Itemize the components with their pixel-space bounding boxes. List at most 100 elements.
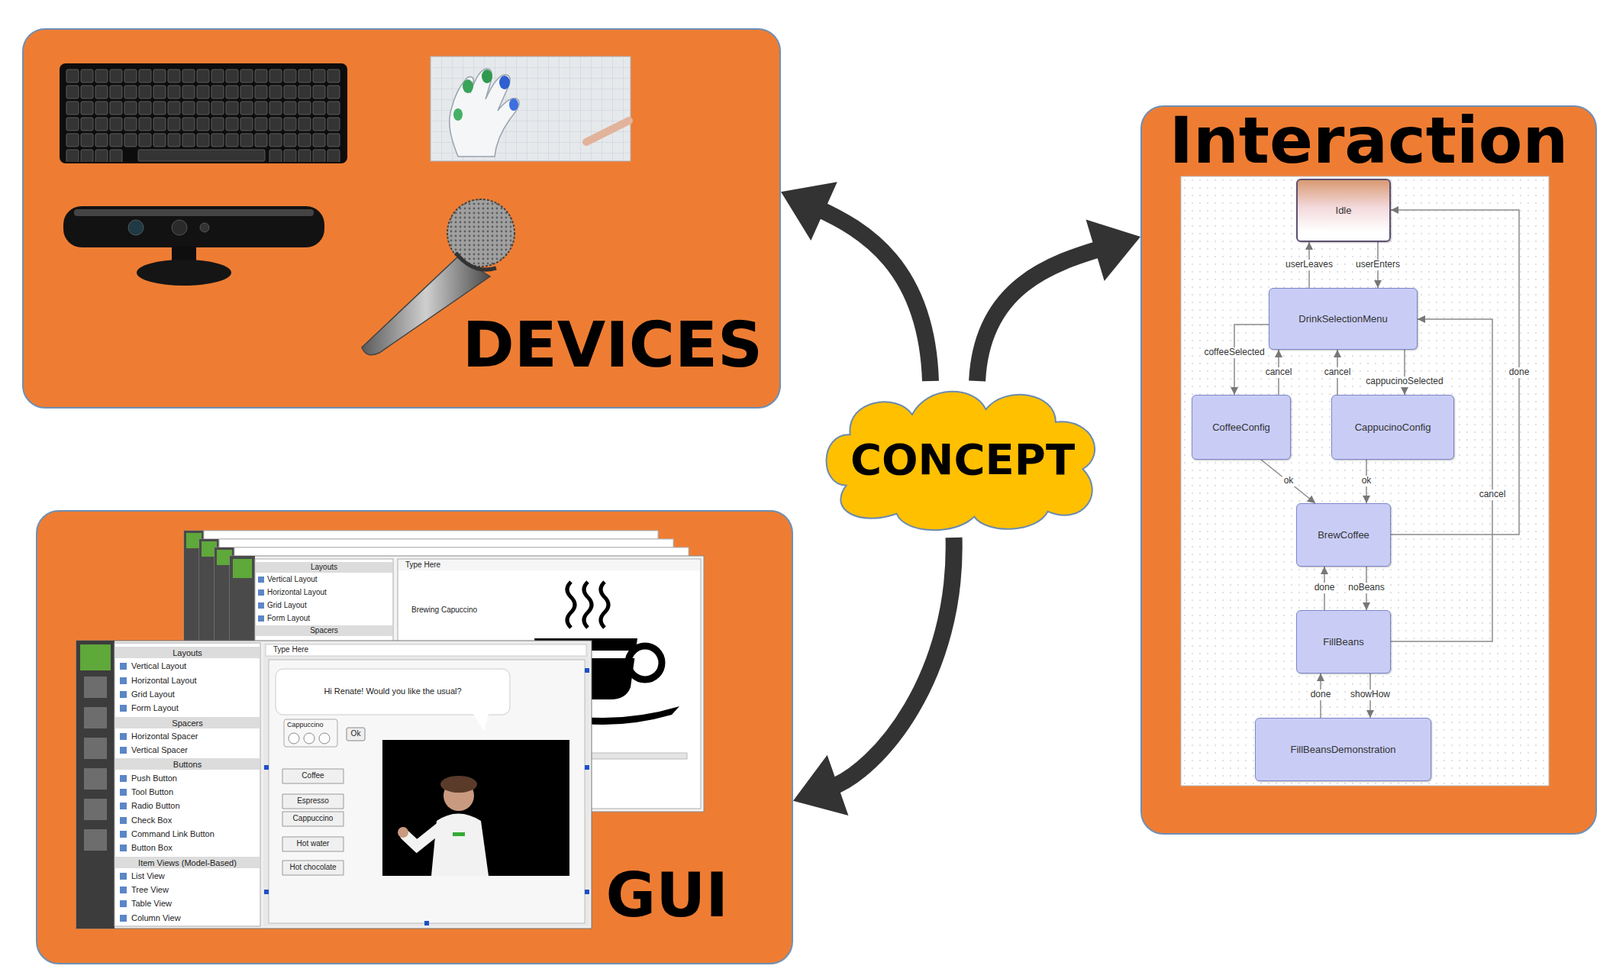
arrow-head xyxy=(1366,709,1375,718)
transition-label: ok xyxy=(1360,475,1374,487)
transition-label: noBeans xyxy=(1346,582,1386,594)
state-label: CappucinoConfig xyxy=(1354,421,1432,434)
arrow-head xyxy=(1400,387,1409,395)
ui-text: Layouts xyxy=(114,648,261,659)
avatar-hand xyxy=(397,826,409,838)
window-icon xyxy=(216,549,233,565)
marker-blue xyxy=(509,98,519,111)
photo-ground xyxy=(430,56,631,162)
kinect-base xyxy=(136,259,232,286)
arrow-shaft xyxy=(829,537,955,788)
ui-text: Hi Renate! Would you like the usual? xyxy=(275,686,510,697)
window xyxy=(183,530,659,787)
speech-bubble xyxy=(275,668,510,715)
widget-icons xyxy=(119,662,127,922)
keyboard-keys xyxy=(268,148,342,162)
ui-text: Button Box xyxy=(131,842,173,853)
state-label: DrinkSelectionMenu xyxy=(1298,312,1388,326)
state-label: CoffeeConfig xyxy=(1212,421,1271,434)
arrow-head xyxy=(1417,315,1426,323)
window-sidebar xyxy=(199,538,220,795)
marker-blue xyxy=(499,75,510,90)
menu-strip xyxy=(265,644,587,656)
state-canvas xyxy=(1180,176,1549,786)
ui-text: Coffee xyxy=(282,770,344,781)
keyboard-keys xyxy=(65,148,124,162)
state-label: Idle xyxy=(1335,204,1352,217)
ui-text: Hot water xyxy=(282,838,344,849)
transition-line xyxy=(1390,319,1493,642)
ui-text: Ok xyxy=(346,729,365,739)
window-sidebar xyxy=(76,640,115,929)
ui-text: Column View xyxy=(131,912,181,923)
section-band xyxy=(255,625,393,636)
ui-text: Vertical Spacer xyxy=(131,745,188,755)
microphone-body xyxy=(361,256,491,355)
avatar-ground xyxy=(382,739,570,876)
ui-text: Horizontal Layout xyxy=(267,587,327,597)
arrow-head xyxy=(1086,219,1141,281)
avatar-hat xyxy=(440,775,478,793)
ui-text: Brewing Capuccino xyxy=(411,605,478,615)
keyboard-keys xyxy=(65,68,342,149)
window xyxy=(76,640,592,929)
ui-text: Type Here xyxy=(273,645,309,655)
transition-arrow xyxy=(1230,324,1269,395)
push-buttons xyxy=(282,768,344,875)
transition-arrow xyxy=(1390,315,1493,642)
hand-tracking-picture xyxy=(430,56,631,162)
window-icon xyxy=(80,644,111,671)
avatar-head xyxy=(443,780,475,811)
avatar-arm xyxy=(405,827,440,846)
ui-text: List View xyxy=(131,870,165,881)
ui-text: Grid Layout xyxy=(131,689,175,700)
transition-label: done xyxy=(1507,367,1532,378)
ui-text: Form Layout xyxy=(267,613,310,623)
ui-text: Hot chocolate xyxy=(282,862,344,872)
transition-label: coffeeSelected xyxy=(1202,347,1266,359)
selection-handles xyxy=(264,667,590,926)
sidebar-icons xyxy=(83,676,107,851)
gui-screenshots xyxy=(76,530,704,929)
ui-text: Espresso xyxy=(282,796,344,806)
state-box: CappucinoConfig xyxy=(1331,394,1455,460)
microphone-head xyxy=(447,199,515,267)
arrow-head xyxy=(1374,280,1382,288)
marker-green xyxy=(453,108,463,121)
transition-line xyxy=(1403,349,1406,395)
arrow-head xyxy=(1362,602,1371,610)
form-area xyxy=(263,642,590,926)
transition-label: userLeaves xyxy=(1283,259,1335,271)
concept-arrow xyxy=(793,537,955,816)
window-icon xyxy=(201,541,217,557)
window xyxy=(229,555,704,812)
transition-line xyxy=(1234,324,1269,395)
arrow-head xyxy=(1362,495,1371,504)
menu-strip xyxy=(398,559,700,571)
transition-label: showHow xyxy=(1348,689,1392,700)
kinect-picture xyxy=(63,206,325,286)
ui-text: Command Link Button xyxy=(131,829,215,839)
concept-cloud: CONCEPT xyxy=(816,380,1109,538)
ui-text: Tree View xyxy=(131,884,169,895)
transition-label: ok xyxy=(1282,475,1296,487)
canvas-ground xyxy=(1180,176,1549,786)
form-area xyxy=(397,558,701,809)
arrow-head xyxy=(780,181,838,241)
transition-label: userEnters xyxy=(1354,259,1402,271)
saucer xyxy=(526,706,680,725)
transition-line xyxy=(1390,209,1520,535)
radio-group xyxy=(283,719,338,747)
ui-text: Grid Layout xyxy=(267,600,307,610)
steam xyxy=(567,581,609,628)
pointing-finger xyxy=(586,120,630,142)
state-box: BrewCoffee xyxy=(1296,503,1391,567)
section-bands xyxy=(115,646,260,868)
push-button xyxy=(346,727,365,741)
state-label: FillBeansDemonstration xyxy=(1290,743,1396,756)
panel: DEVICES xyxy=(22,28,781,409)
keyboard-picture xyxy=(59,63,348,164)
kinect-neck xyxy=(171,245,197,266)
arrow-shaft xyxy=(977,247,1104,381)
arrow-head xyxy=(1306,495,1316,504)
